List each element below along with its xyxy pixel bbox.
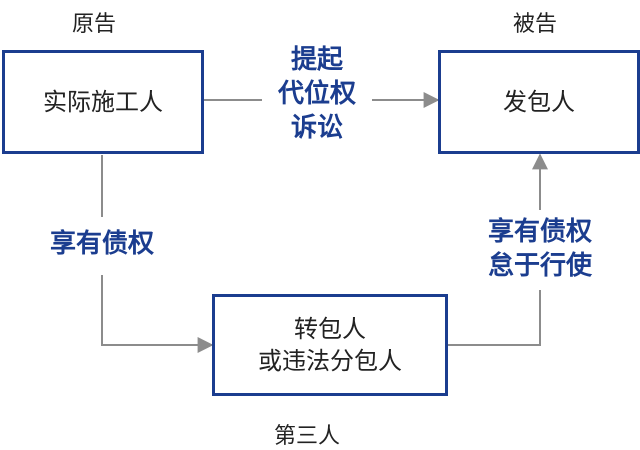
role-plaintiff: 原告 [72, 12, 117, 37]
connector-arrow-to-subcontractor-lower [101, 275, 214, 353]
node-subcontractor-label-line1: 转包人 [294, 314, 366, 343]
node-subcontractor: 转包人 或违法分包人 [212, 294, 448, 396]
node-subcontractor-label-line2: 或违法分包人 [258, 347, 402, 375]
edge-label-subrogation-suit: 提起 代位权 诉讼 [262, 44, 372, 145]
role-defendant: 被告 [513, 12, 558, 37]
edge-label-holds-claim-left-line1: 享有债权 [49, 229, 154, 259]
role-third-party: 第三人 [274, 424, 341, 449]
edge-label-holds-claim-right: 享有债权 怠于行使 [470, 216, 610, 284]
node-employer-label: 发包人 [503, 87, 575, 116]
node-actual-builder: 实际施工人 [2, 50, 204, 154]
edge-label-holds-claim-right-line1: 享有债权 [487, 217, 592, 247]
edge-label-subrogation-line3: 诉讼 [290, 112, 343, 143]
node-actual-builder-label: 实际施工人 [43, 87, 163, 116]
edge-label-subrogation-line1: 提起 [290, 45, 343, 75]
node-employer: 发包人 [438, 50, 640, 154]
edge-label-holds-claim-right-line2: 怠于行使 [487, 250, 592, 281]
edge-label-subrogation-line2: 代位权 [277, 78, 356, 109]
connector-arrow-up-lower [448, 290, 541, 346]
edge-label-holds-claim-left: 享有债权 [34, 228, 170, 262]
